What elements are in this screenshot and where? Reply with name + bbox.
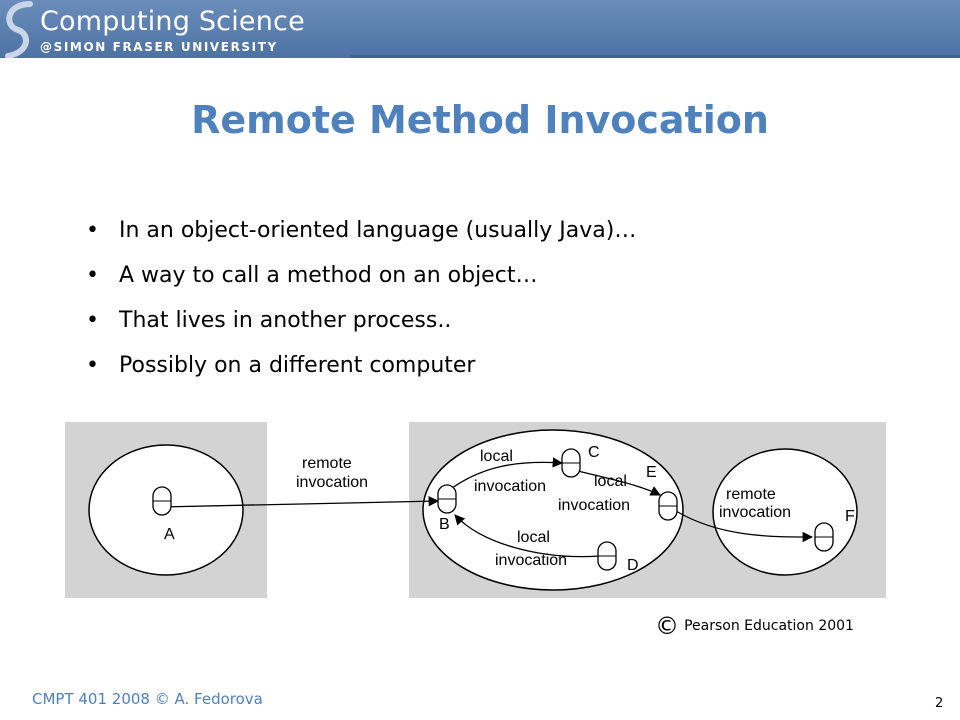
copyright-notice: © Pearson Education 2001 — [655, 612, 854, 640]
label-local-invocation-3-line1: local — [517, 529, 550, 546]
arrow-local-d-b — [454, 514, 601, 558]
object-label-a: A — [164, 526, 175, 543]
label-local-invocation-2-line1: local — [594, 473, 627, 490]
bullet-item: In an object-oriented language (usually … — [86, 218, 636, 263]
footer-course-credit: CMPT 401 2008 © A. Fedorova — [32, 690, 263, 708]
object-label-e: E — [646, 464, 657, 481]
header-band — [0, 0, 960, 58]
object-e — [658, 491, 678, 521]
object-a — [152, 486, 172, 516]
label-local-invocation-3-line2: invocation — [495, 552, 567, 569]
label-remote-invocation-2-line2: invocation — [719, 504, 791, 521]
copyright-symbol: © — [655, 612, 679, 640]
bullet-item: A way to call a method on an object… — [86, 263, 636, 308]
logo-subtitle: @SIMON FRASER UNIVERSITY — [40, 40, 278, 54]
object-f — [814, 522, 834, 552]
label-local-invocation-2-line2: invocation — [558, 497, 630, 514]
bullet-list: In an object-oriented language (usually … — [86, 218, 636, 398]
object-label-c: C — [588, 444, 600, 461]
arrow-local-b-c — [447, 457, 564, 492]
page-number: 2 — [935, 696, 944, 711]
object-d — [597, 541, 617, 571]
arrow-local-c-e — [577, 470, 661, 496]
object-c — [561, 448, 581, 478]
object-label-f: F — [845, 508, 855, 525]
label-local-invocation-1-line1: local — [480, 448, 513, 465]
label-remote-invocation-1-line1: remote — [302, 455, 352, 472]
logo-title: Computing Science — [40, 6, 305, 37]
label-remote-invocation-1-line2: invocation — [296, 474, 368, 491]
slide-title: Remote Method Invocation — [191, 98, 769, 142]
arrow-remote-a-b — [159, 495, 440, 508]
bullet-item: That lives in another process.. — [86, 308, 636, 353]
object-label-b: B — [439, 516, 450, 533]
s-swoosh-logo — [5, 1, 33, 58]
copyright-text: Pearson Education 2001 — [684, 618, 854, 634]
header-banner: Computing Science @SIMON FRASER UNIVERSI… — [0, 0, 960, 58]
label-local-invocation-1-line2: invocation — [474, 478, 546, 495]
bullet-item: Possibly on a different computer — [86, 353, 636, 398]
object-label-d: D — [627, 557, 639, 574]
rmi-diagram: A B C D E F remote invocation local invo… — [65, 422, 886, 598]
object-b — [437, 484, 457, 514]
arrow-remote-e-f — [675, 510, 814, 543]
label-remote-invocation-2-line1: remote — [726, 486, 776, 503]
